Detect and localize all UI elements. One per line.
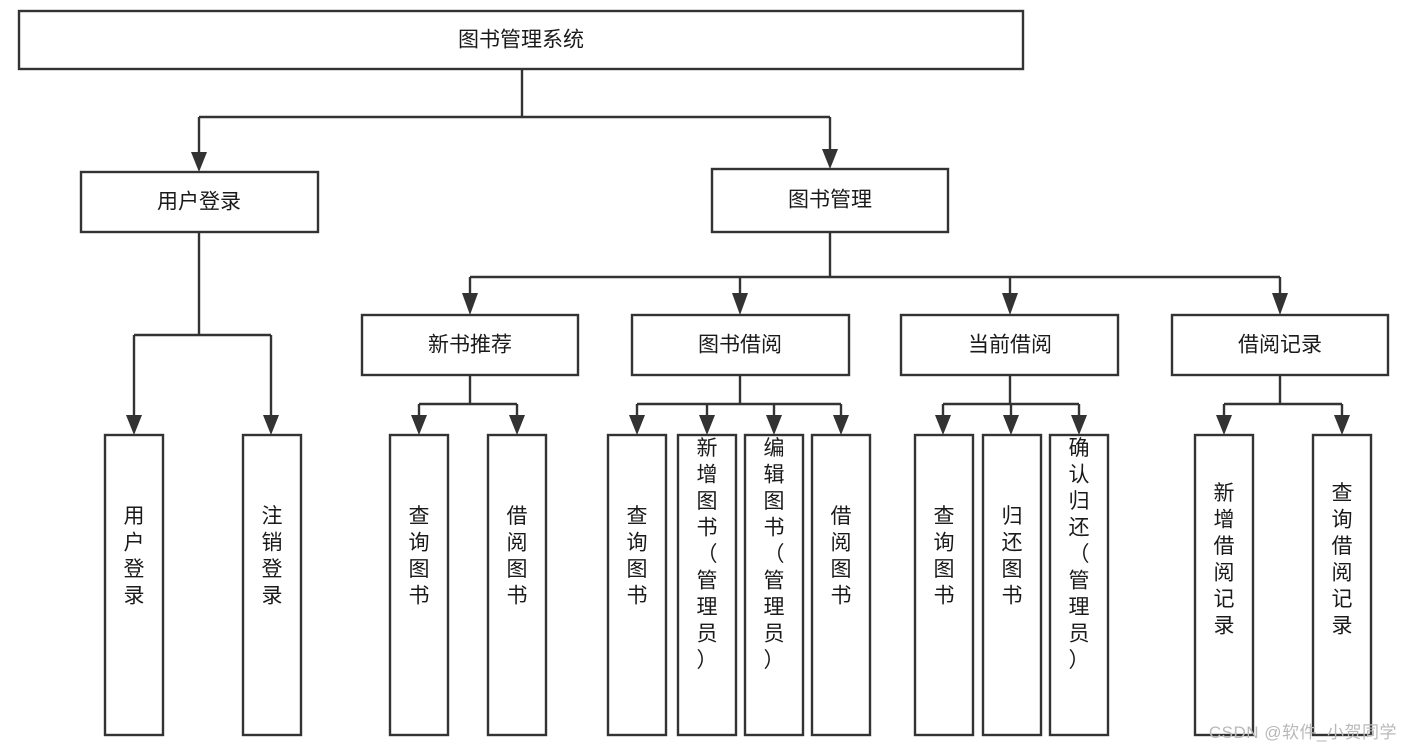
node-book-management-box[interactable] (710, 167, 950, 234)
arrow-to-current-borrow (1002, 293, 1018, 315)
node-leaf-bb-query-book[interactable]: 查询图书 (606, 433, 668, 737)
node-root-box[interactable] (17, 9, 1025, 71)
arrow-to-bb-add-book (699, 415, 715, 435)
node-user-login[interactable]: 用户登录 (79, 170, 320, 234)
node-leaf-cb-return-book[interactable]: 归还图书 (981, 433, 1043, 737)
arrow-to-user-login (191, 152, 207, 172)
node-leaf-bb-edit-book-label: 编辑图书（管理员） (764, 437, 785, 672)
node-current-borrow[interactable]: 当前借阅 (899, 313, 1120, 377)
node-book-borrow-label: 图书借阅 (698, 334, 782, 357)
node-leaf-bb-borrow-book[interactable]: 借阅图书 (810, 433, 872, 737)
arrow-to-logout (263, 415, 279, 435)
arrow-to-cb-query-book (935, 415, 951, 435)
node-leaf-nbr-query-book[interactable]: 查询图书 (388, 433, 450, 737)
node-leaf-br-add-record[interactable]: 新增借阅记录 (1193, 433, 1255, 737)
arrow-to-borrow-record (1272, 293, 1288, 315)
arrow-to-bb-query-book (629, 415, 645, 435)
node-leaf-bb-edit-book[interactable]: 编辑图书（管理员） (743, 433, 805, 737)
arrow-to-book-management (822, 149, 838, 169)
node-leaf-br-add-record-label: 新增借阅记录 (1214, 482, 1235, 638)
node-leaf-nbr-query-book-box[interactable] (388, 433, 450, 737)
arrow-to-nbr-borrow-book (509, 415, 525, 435)
node-borrow-record-box[interactable] (1170, 313, 1390, 377)
node-current-borrow-label: 当前借阅 (968, 334, 1052, 357)
connector-new-book-recommend-to-leaves (417, 375, 519, 415)
node-leaf-logout-label: 注销登录 (262, 505, 283, 608)
node-root-label: 图书管理系统 (458, 29, 584, 52)
node-leaf-nbr-borrow-book-box[interactable] (486, 433, 548, 737)
node-leaf-bb-query-book-box[interactable] (606, 433, 668, 737)
node-leaf-br-add-record-box[interactable] (1193, 433, 1255, 737)
arrow-to-br-query-record (1334, 415, 1350, 435)
node-book-management[interactable]: 图书管理 (710, 167, 950, 234)
csdn-watermark: CSDN @软件_小贺同学 (1208, 723, 1397, 742)
arrow-to-nbr-query-book (411, 415, 427, 435)
node-current-borrow-box[interactable] (899, 313, 1120, 377)
connector-book-borrow-to-leaves (635, 375, 843, 415)
node-new-book-recommend-label: 新书推荐 (428, 334, 512, 357)
node-leaf-cb-confirm-return[interactable]: 确认归还（管理员） (1048, 433, 1110, 737)
connector-user-login-to-children (132, 232, 273, 415)
arrow-to-login (126, 415, 142, 435)
node-root[interactable]: 图书管理系统 (17, 9, 1025, 71)
node-leaf-bb-add-book-label: 新增图书（管理员） (697, 437, 718, 672)
arrow-to-cb-return-book (1003, 415, 1019, 435)
node-leaf-nbr-query-book-label: 查询图书 (409, 505, 430, 608)
arrow-to-cb-confirm-return (1071, 415, 1087, 435)
arrow-to-bb-edit-book (766, 415, 782, 435)
node-book-borrow[interactable]: 图书借阅 (630, 313, 851, 377)
node-book-management-label: 图书管理 (788, 189, 872, 212)
node-leaf-bb-add-book[interactable]: 新增图书（管理员） (676, 433, 738, 737)
node-leaf-cb-query-book[interactable]: 查询图书 (913, 433, 975, 737)
node-new-book-recommend-box[interactable] (360, 313, 580, 377)
connector-layer (126, 69, 1350, 435)
node-leaf-cb-query-book-box[interactable] (913, 433, 975, 737)
node-leaf-user-login-box[interactable] (103, 433, 165, 737)
node-leaf-logout-box[interactable] (241, 433, 303, 737)
arrow-to-book-borrow (732, 293, 748, 315)
node-leaf-cb-return-book-box[interactable] (981, 433, 1043, 737)
connector-current-borrow-to-leaves (941, 375, 1081, 415)
node-leaf-logout[interactable]: 注销登录 (241, 433, 303, 737)
connector-borrow-record-to-leaves (1222, 375, 1344, 415)
node-leaf-bb-borrow-book-box[interactable] (810, 433, 872, 737)
node-leaf-bb-add-book-box[interactable] (676, 433, 738, 737)
node-leaf-user-login[interactable]: 用户登录 (103, 433, 165, 737)
node-leaf-br-query-record[interactable]: 查询借阅记录 (1311, 433, 1373, 737)
node-user-login-box[interactable] (79, 170, 320, 234)
node-leaf-nbr-borrow-book-label: 借阅图书 (507, 505, 528, 608)
node-borrow-record-label: 借阅记录 (1238, 334, 1322, 357)
node-leaf-user-login-label: 用户登录 (124, 505, 145, 608)
arrow-to-br-add-record (1216, 415, 1232, 435)
node-borrow-record[interactable]: 借阅记录 (1170, 313, 1390, 377)
connector-book-management-to-children (468, 232, 1282, 293)
node-leaf-br-query-record-box[interactable] (1311, 433, 1373, 737)
node-leaf-cb-query-book-label: 查询图书 (934, 505, 955, 608)
node-leaf-nbr-borrow-book[interactable]: 借阅图书 (486, 433, 548, 737)
node-user-login-label: 用户登录 (157, 191, 241, 214)
node-leaf-cb-confirm-return-box[interactable] (1048, 433, 1110, 737)
arrow-to-new-book-recommend (462, 293, 478, 315)
node-leaf-br-query-record-label: 查询借阅记录 (1332, 482, 1353, 638)
node-leaf-bb-edit-book-box[interactable] (743, 433, 805, 737)
node-new-book-recommend[interactable]: 新书推荐 (360, 313, 580, 377)
arrow-to-bb-borrow-book (833, 415, 849, 435)
node-leaf-cb-confirm-return-label: 确认归还（管理员） (1069, 437, 1090, 672)
node-leaf-bb-query-book-label: 查询图书 (627, 505, 648, 608)
node-book-borrow-box[interactable] (630, 313, 851, 377)
node-leaf-cb-return-book-label: 归还图书 (1002, 505, 1023, 608)
connector-root-to-level2 (197, 69, 832, 152)
node-leaf-bb-borrow-book-label: 借阅图书 (831, 505, 852, 608)
